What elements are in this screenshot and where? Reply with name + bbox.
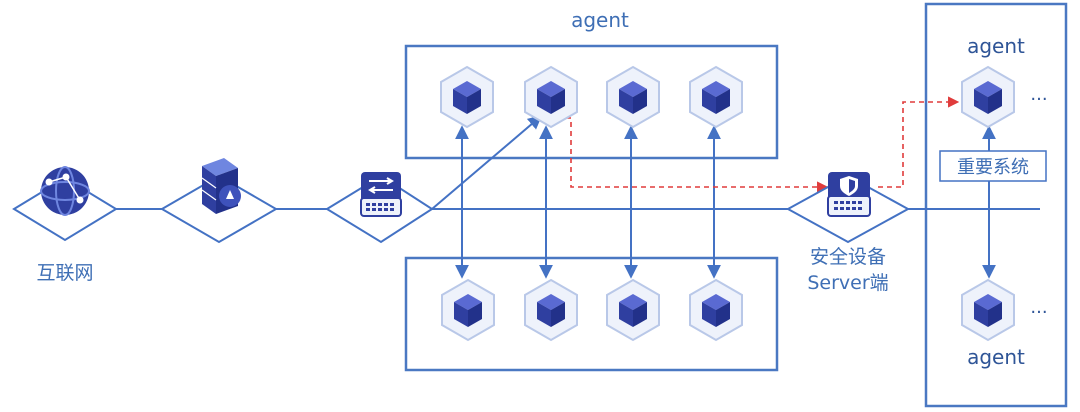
shield-server-icon [827, 172, 871, 217]
agent-top-3-icon [606, 66, 660, 128]
agent-top-label: agent [571, 8, 629, 32]
important-system-box [939, 150, 1047, 182]
globe-network-icon [40, 166, 90, 216]
internet-node [12, 166, 118, 242]
agent-bottom-1-icon [441, 279, 495, 341]
agent-bottom-2-icon [524, 279, 578, 341]
alert-dashed-path-2 [878, 96, 960, 188]
agent-right-bottom-icon [961, 279, 1015, 341]
security-server-node [785, 172, 911, 244]
important-system-label: 重要系统 [957, 157, 1029, 178]
brick-firewall-icon [201, 158, 241, 214]
agent-right-bottom-label: agent [967, 345, 1025, 369]
security-device-label-line1: 安全设备 [810, 246, 886, 268]
agent-group-top-frame [404, 44, 779, 160]
switch-to-agent-arrow [431, 115, 543, 210]
agent-group-bottom-frame [404, 256, 779, 372]
internet-label: 互联网 [36, 262, 93, 284]
agent-bottom-3-icon [606, 279, 660, 341]
ellipsis-top: ... [1030, 84, 1047, 105]
agent-top-4-icon [689, 66, 743, 128]
switch-node [325, 172, 434, 244]
agent-right-top-label: agent [967, 34, 1025, 58]
network-switch-icon [360, 172, 402, 217]
agent-right-top-icon [961, 66, 1015, 128]
agent-top-1-icon [440, 66, 494, 128]
alert-dashed-path [566, 117, 829, 193]
ellipsis-bottom: ... [1030, 297, 1047, 318]
agent-bottom-4-icon [689, 279, 743, 341]
important-system-frame [924, 2, 1068, 408]
firewall-node [160, 158, 278, 244]
security-device-label-line2: Server端 [807, 272, 888, 294]
